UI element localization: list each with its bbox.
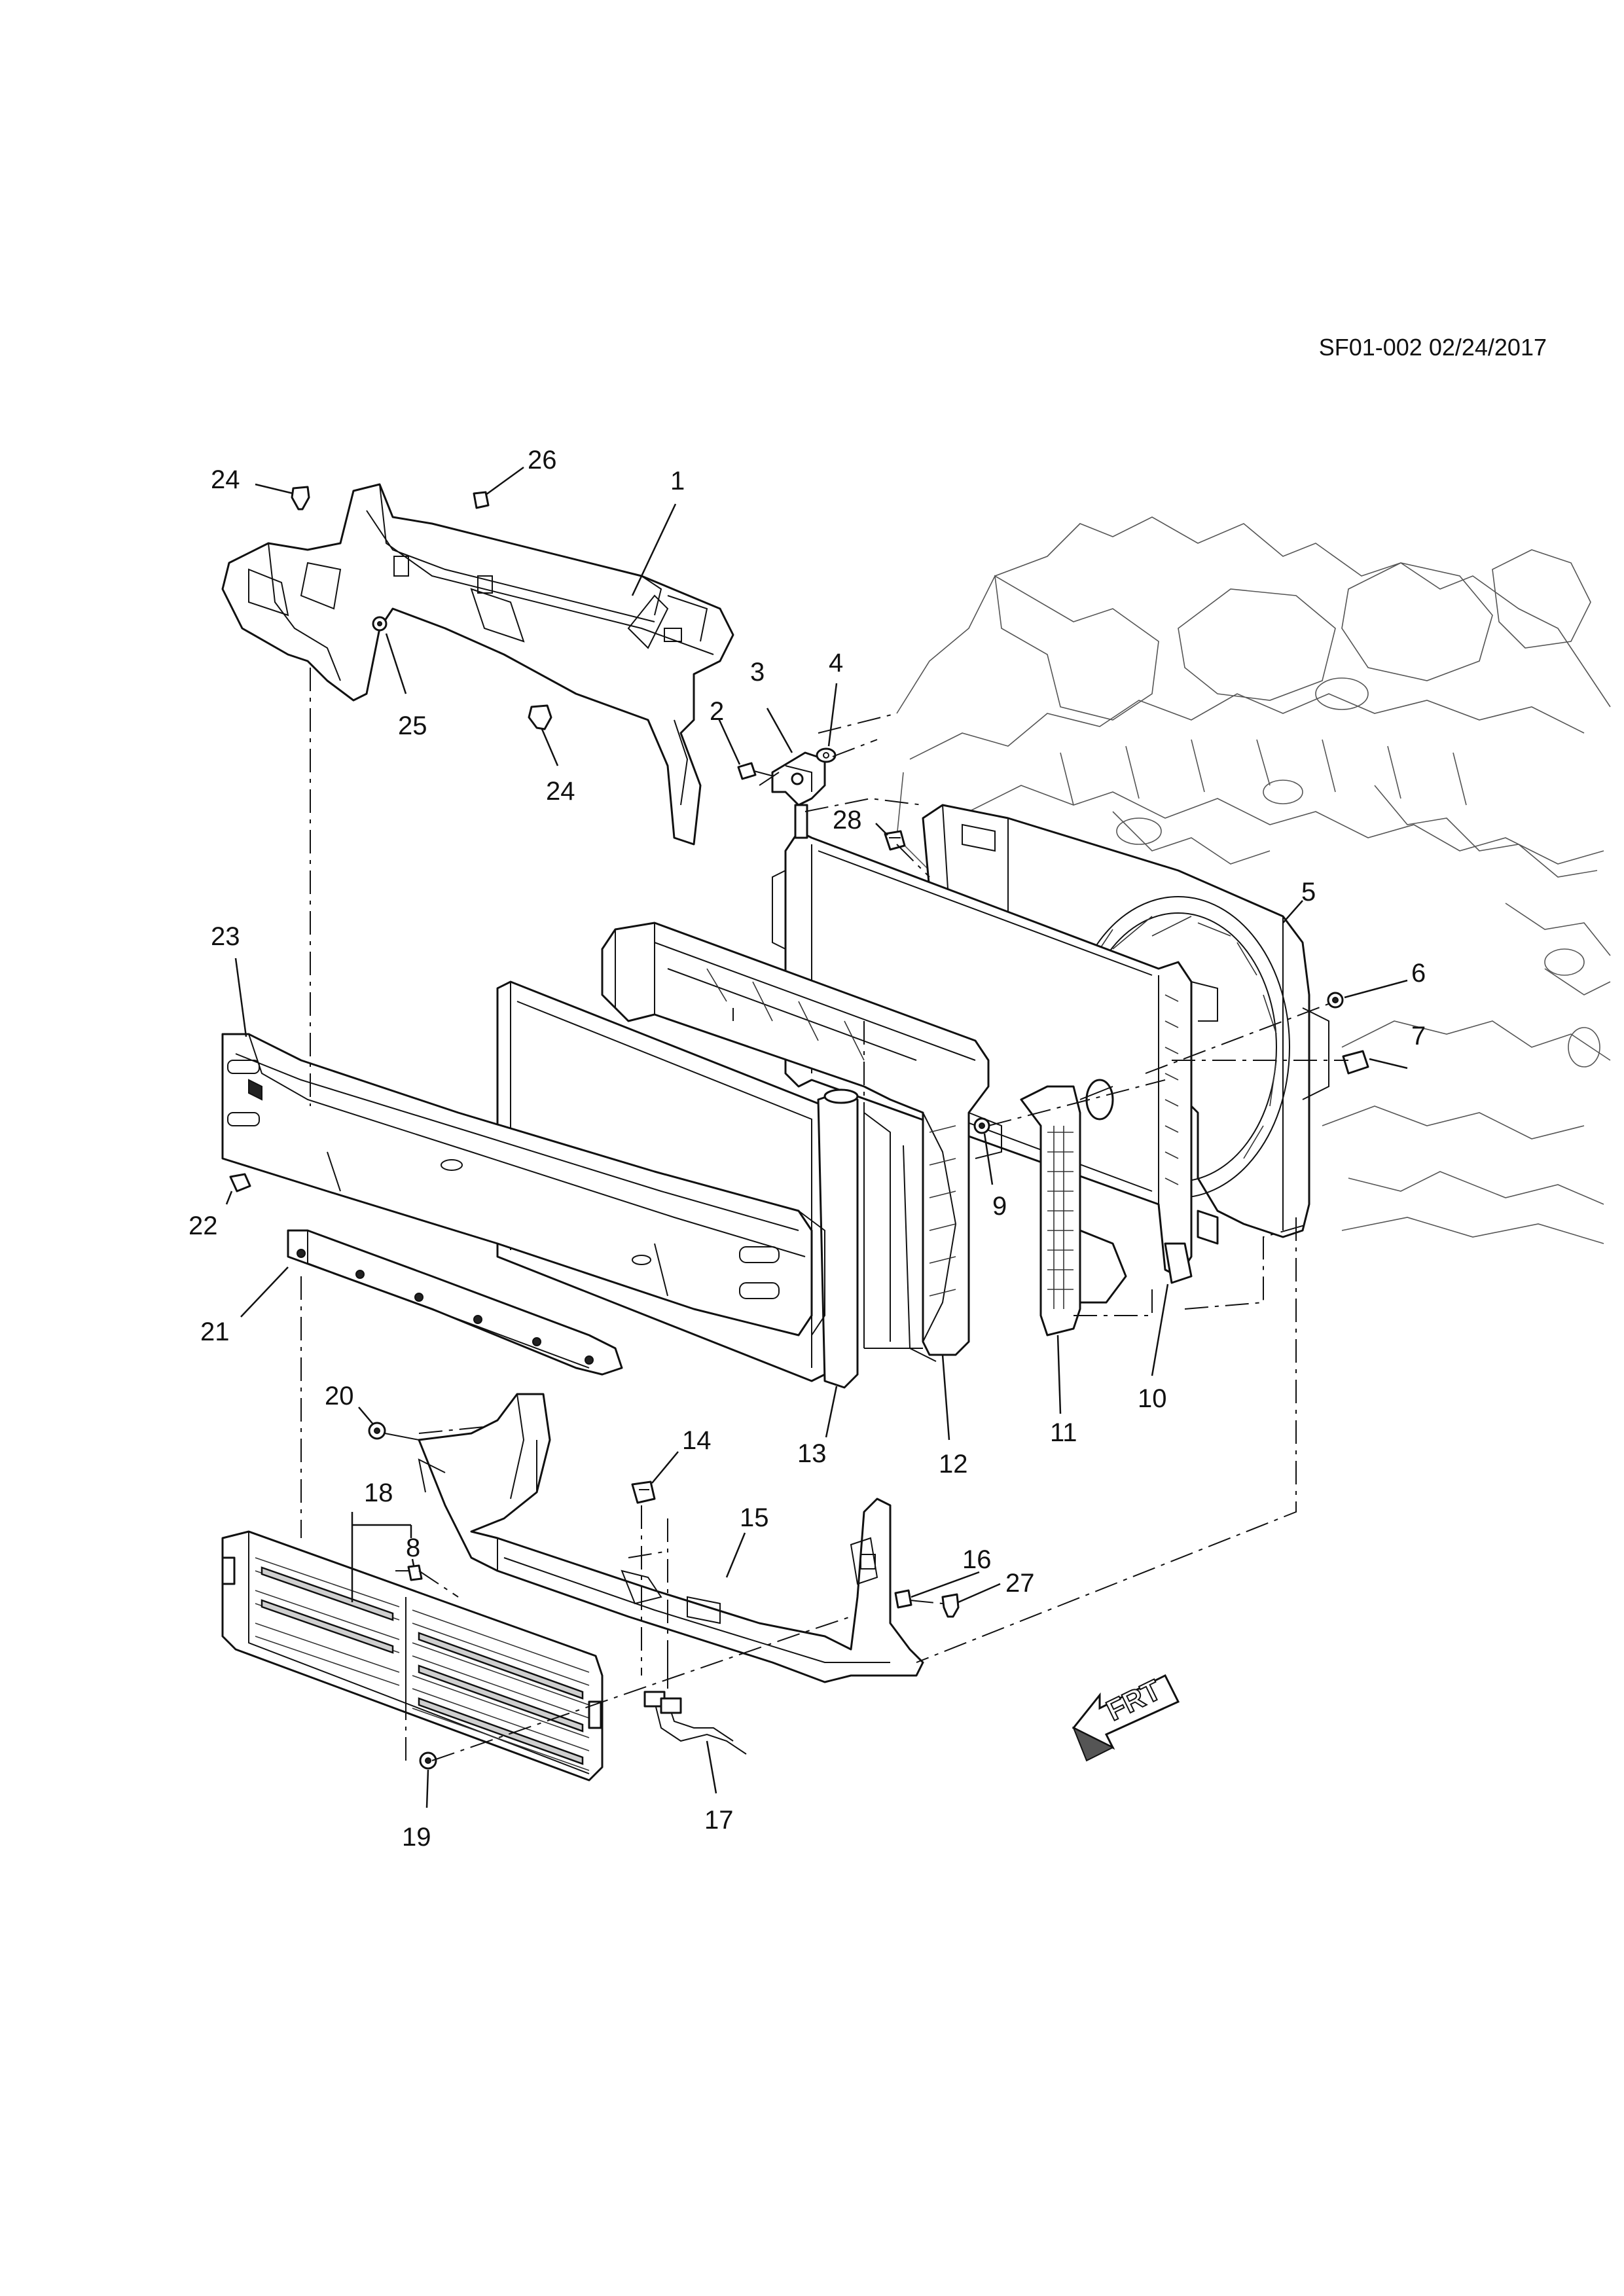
part-7-clip: [1342, 1050, 1369, 1075]
callout-numbers: 24 26 1 25 24 3 4 2 28 5 6 7 23 9 22 21 …: [189, 446, 1426, 1852]
callout-13: 13: [797, 1439, 827, 1468]
part-28-clip: [884, 830, 906, 851]
callout-1: 1: [670, 467, 685, 495]
document-id: SF01-002 02/24/2017: [1318, 334, 1547, 361]
part-25-screw: [372, 616, 388, 632]
part-2-bolt: [737, 762, 774, 780]
part-4-nut: [816, 747, 837, 763]
callout-7: 7: [1411, 1022, 1426, 1050]
callout-5: 5: [1301, 878, 1316, 906]
callout-3: 3: [750, 658, 765, 687]
part-21-deflector-strip: [287, 1229, 623, 1376]
callout-22: 22: [189, 1211, 218, 1240]
callout-21: 21: [200, 1318, 230, 1346]
callout-19: 19: [402, 1823, 431, 1852]
part-9-bolt: [973, 1117, 990, 1134]
part-14-clip: [631, 1480, 656, 1504]
callout-16: 16: [962, 1545, 992, 1574]
callout-24-lower: 24: [546, 777, 575, 806]
part-17-harness: [643, 1662, 747, 1755]
callout-20: 20: [325, 1382, 354, 1410]
callout-26: 26: [528, 446, 557, 475]
callout-28: 28: [833, 806, 862, 834]
callout-12: 12: [939, 1450, 968, 1479]
callout-18: 18: [364, 1479, 393, 1507]
part-19-screw: [419, 1751, 437, 1770]
callout-6: 6: [1411, 959, 1426, 988]
leader-lines: [225, 466, 1408, 1808]
callout-24-upper: 24: [211, 465, 240, 494]
callout-15: 15: [740, 1503, 769, 1532]
part-16-clip: [894, 1589, 912, 1609]
part-26-clip: [473, 491, 490, 509]
callout-23: 23: [211, 922, 240, 951]
fasteners: [229, 486, 1369, 1770]
front-direction-arrow: FRT: [1072, 1673, 1180, 1762]
callout-17: 17: [704, 1806, 734, 1835]
engine-bay-background: [896, 516, 1611, 1244]
callout-9: 9: [992, 1192, 1007, 1221]
part-8-pin: [395, 1564, 423, 1581]
callout-27: 27: [1005, 1569, 1035, 1598]
part-3-bracket: [771, 751, 826, 806]
part-6-screw: [1327, 992, 1344, 1009]
part-22-nut: [229, 1173, 251, 1193]
part-24-push-pin-lower: [528, 704, 552, 730]
callout-8: 8: [406, 1534, 420, 1562]
part-1-upper-tie-bar: [221, 483, 734, 846]
callout-11: 11: [1050, 1418, 1077, 1447]
part-18-grille-shutter: [221, 1530, 604, 1782]
part-24-push-pin-upper: [291, 486, 310, 511]
part-20-screw: [368, 1422, 420, 1441]
callout-10: 10: [1138, 1384, 1167, 1413]
callout-14: 14: [682, 1426, 712, 1455]
part-11-charge-air-cooler: [1020, 1079, 1127, 1336]
callout-2: 2: [710, 697, 724, 726]
alignment-lines: [300, 668, 1348, 1761]
callout-4: 4: [829, 649, 843, 677]
part-27-push-pin: [941, 1593, 960, 1618]
part-10-radiator: [772, 804, 1219, 1284]
part-23-bumper-beam: [221, 1033, 825, 1336]
part-15-lower-baffle: [418, 1393, 924, 1683]
callout-25: 25: [398, 711, 427, 740]
